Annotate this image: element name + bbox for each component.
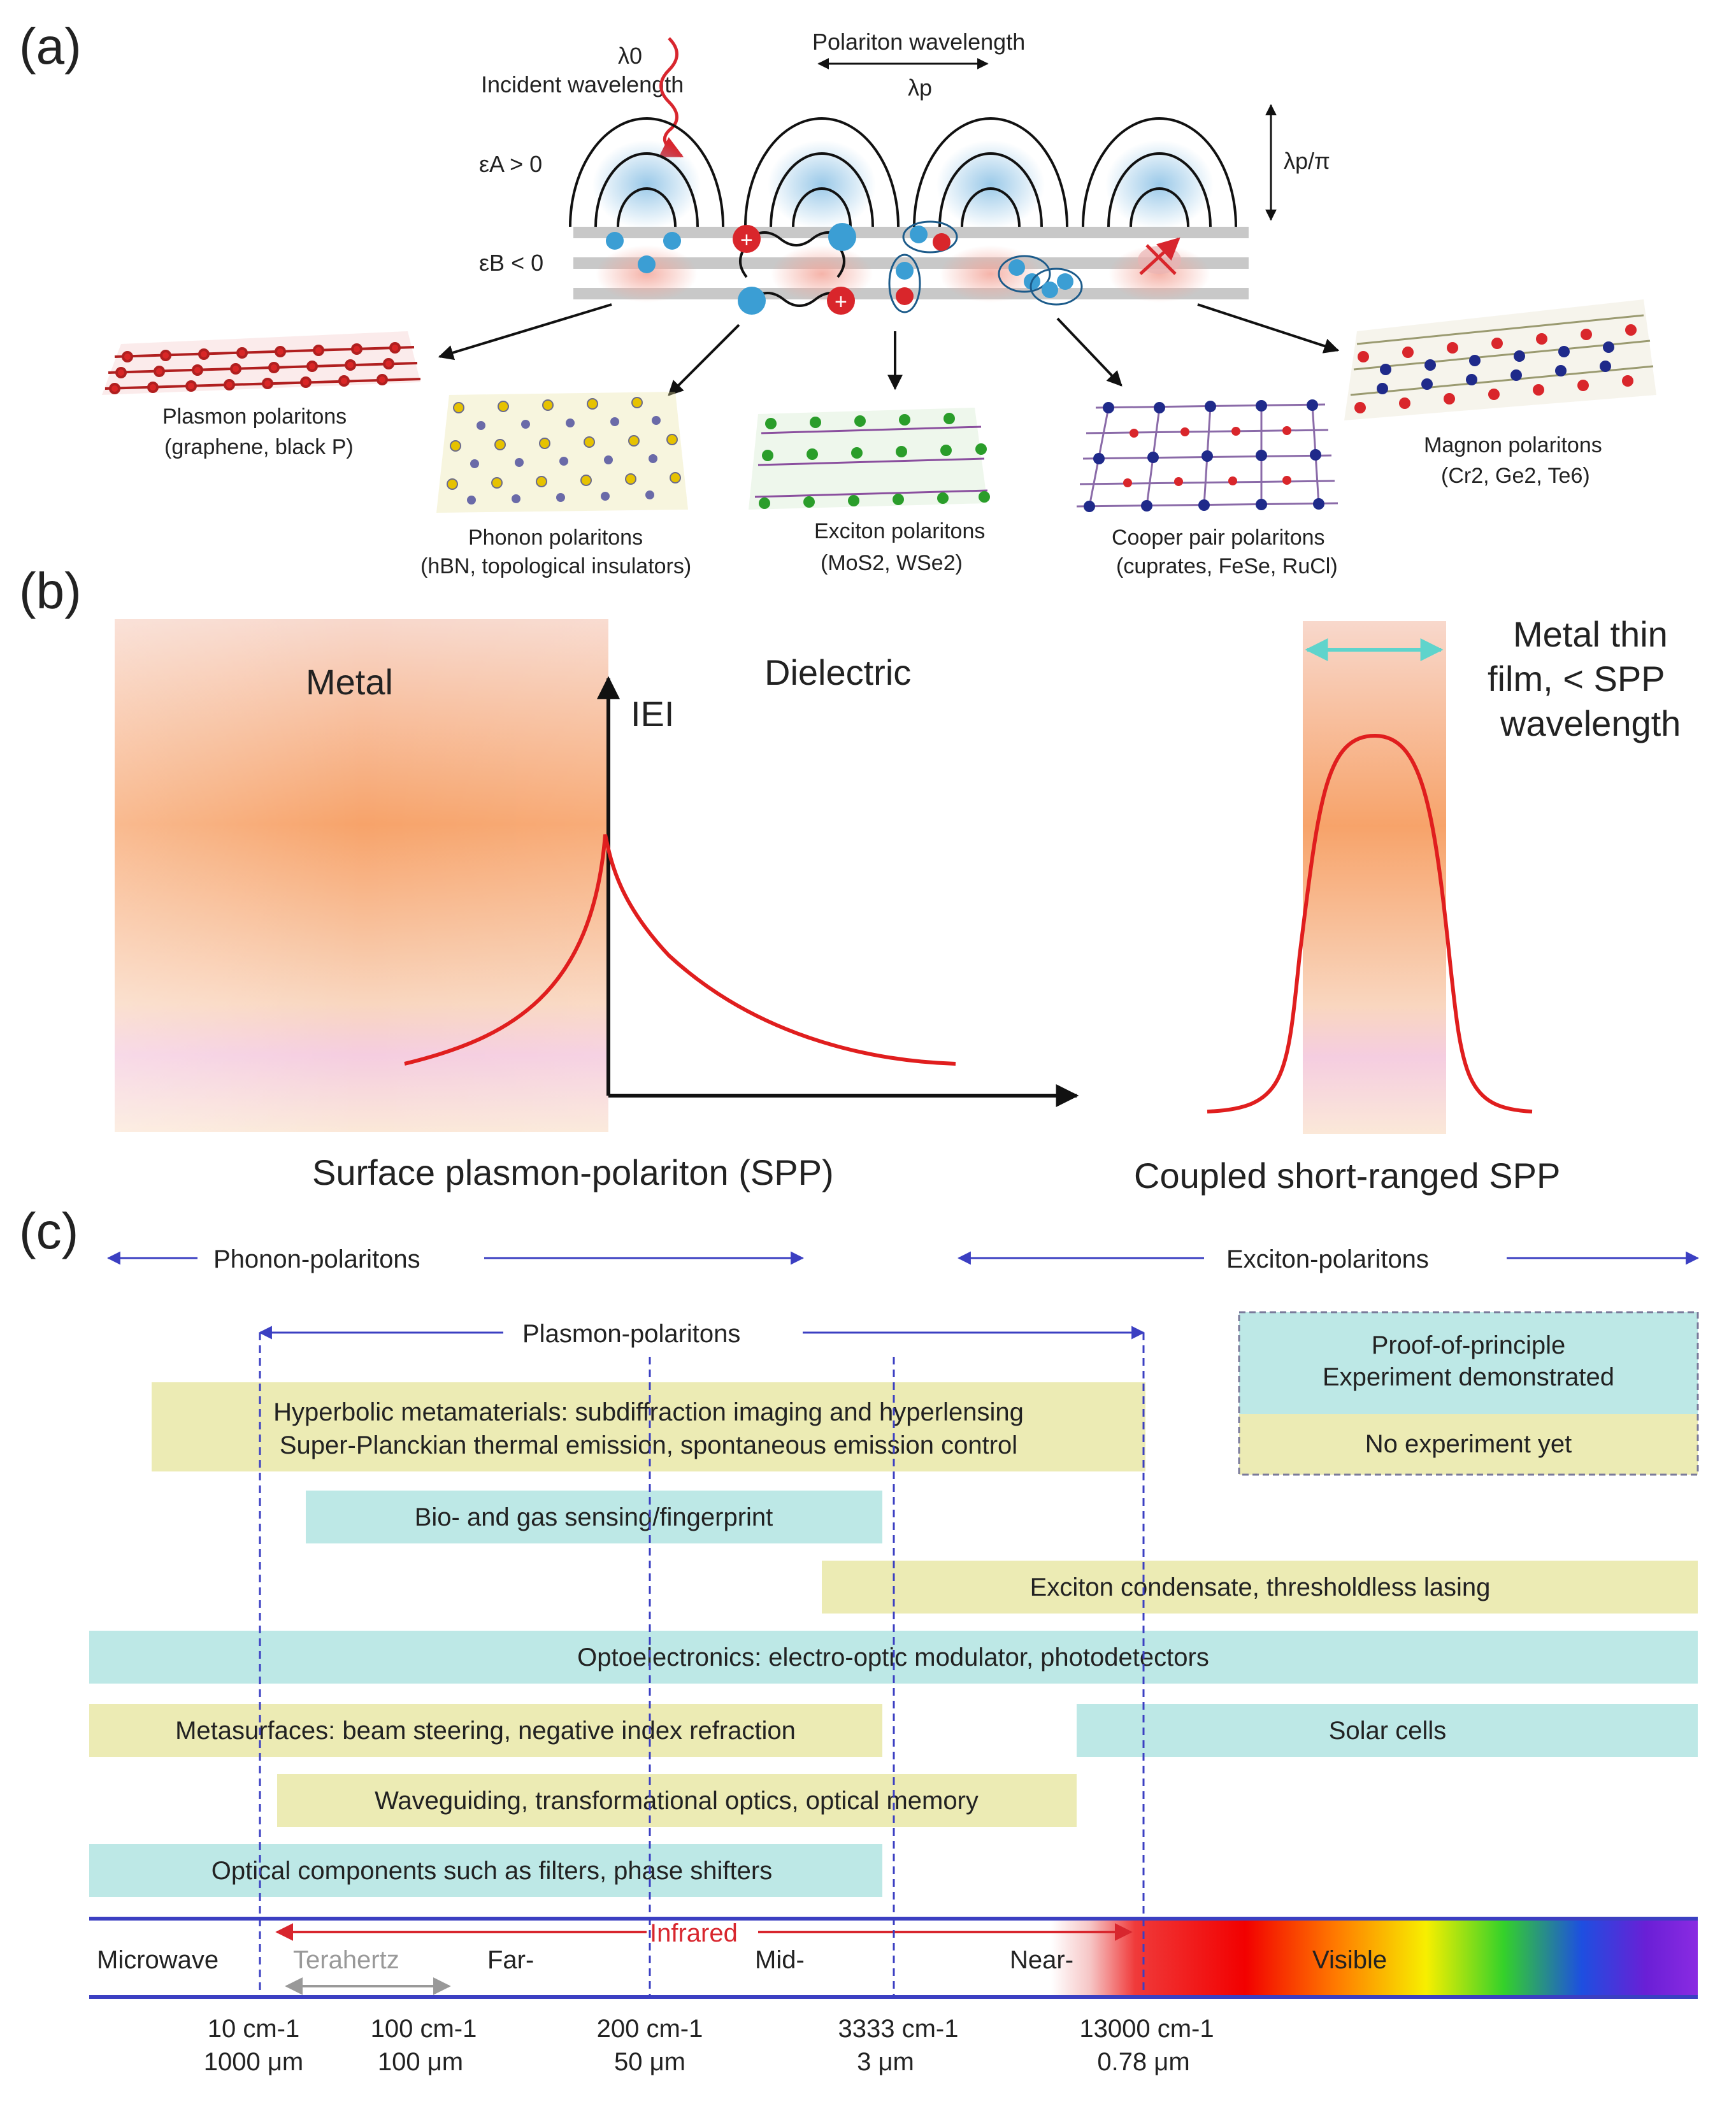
spectrum-near: Near- xyxy=(1010,1946,1073,1974)
material-plasmon-examples: (graphene, black P) xyxy=(164,435,354,459)
material-cooper-name: Cooper pair polaritons xyxy=(1112,526,1325,550)
decay-symbol: λp/π xyxy=(1284,148,1330,174)
tick-4-wavenumber: 13000 cm-1 xyxy=(1079,2015,1214,2043)
thin-film-region xyxy=(1303,621,1446,1134)
incident-label: Incident wavelength xyxy=(481,71,684,97)
thin-film-label-line3: wavelength xyxy=(1500,703,1681,743)
panel-b-label: (b) xyxy=(19,562,82,619)
svg-text:+: + xyxy=(740,228,753,252)
range-exciton-label: Exciton-polaritons xyxy=(1226,1245,1429,1273)
range-phonon: Phonon-polaritons xyxy=(106,1245,805,1273)
material-magnon-examples: (Cr2, Ge2, Te6) xyxy=(1441,464,1590,488)
tick-2-wavelength: 50 μm xyxy=(614,2048,685,2076)
lattice-cuprate xyxy=(1076,399,1338,512)
range-exciton: Exciton-polaritons xyxy=(957,1245,1700,1273)
tick-2-wavenumber: 200 cm-1 xyxy=(597,2015,703,2043)
material-phonon-examples: (hBN, topological insulators) xyxy=(420,554,691,578)
field-lobes xyxy=(569,117,1237,303)
application-4-line1: Metasurfaces: beam steering, negative in… xyxy=(175,1717,796,1745)
eps-a-label: εA > 0 xyxy=(479,151,542,177)
tick-1-wavelength: 100 μm xyxy=(378,2048,463,2076)
field-axis-label: IEI xyxy=(631,694,674,734)
coupled-spp-curve xyxy=(1207,733,1533,1113)
spectrum-far: Far- xyxy=(487,1946,534,1974)
tick-3-wavelength: 3 μm xyxy=(857,2048,914,2076)
eps-b-label: εB < 0 xyxy=(479,250,543,276)
coupled-caption: Coupled short-ranged SPP xyxy=(1134,1156,1560,1196)
legend-demonstrated-line2: Experiment demonstrated xyxy=(1323,1363,1614,1391)
material-plasmon-name: Plasmon polaritons xyxy=(162,404,347,429)
tick-4-wavelength: 0.78 μm xyxy=(1097,2048,1189,2076)
spectrum-mid: Mid- xyxy=(755,1946,805,1974)
material-exciton-examples: (MoS2, WSe2) xyxy=(821,551,963,575)
lattice-hbn xyxy=(436,392,688,513)
tick-0-wavenumber: 10 cm-1 xyxy=(208,2015,300,2043)
material-arrows xyxy=(438,303,1340,396)
charges: + + xyxy=(606,220,1181,315)
lattice-mos2 xyxy=(749,408,990,510)
application-2-line1: Exciton condensate, thresholdless lasing xyxy=(1030,1573,1491,1601)
legend-demonstrated-line1: Proof-of-principle xyxy=(1372,1331,1566,1359)
material-exciton-name: Exciton polaritons xyxy=(814,519,985,543)
dielectric-label: Dielectric xyxy=(764,652,911,692)
tick-3-wavenumber: 3333 cm-1 xyxy=(838,2015,959,2043)
material-cooper-examples: (cuprates, FeSe, RuCl) xyxy=(1116,554,1338,578)
lattice-magnon xyxy=(1344,299,1656,420)
spectrum-infrared: Infrared xyxy=(650,1919,738,1947)
panel-a-label: (a) xyxy=(19,18,82,75)
thin-film-label-line1: Metal thin xyxy=(1513,614,1668,654)
tick-1-wavenumber: 100 cm-1 xyxy=(371,2015,477,2043)
polariton-symbol: λp xyxy=(908,75,932,101)
range-plasmon: Plasmon-polaritons xyxy=(258,1320,1145,1348)
range-plasmon-label: Plasmon-polaritons xyxy=(522,1320,740,1348)
application-0-line1: Hyperbolic metamaterials: subdiffraction… xyxy=(273,1398,1024,1426)
application-bar-4 xyxy=(89,1704,882,1757)
metal-label: Metal xyxy=(306,662,393,702)
panel-c-label: (c) xyxy=(19,1203,78,1259)
application-bar-6 xyxy=(277,1774,1077,1827)
application-bar-1 xyxy=(306,1491,882,1543)
application-bar-7 xyxy=(89,1844,882,1897)
spectrum-microwave: Microwave xyxy=(97,1946,219,1974)
material-phonon-name: Phonon polaritons xyxy=(468,526,643,550)
polariton-wavelength-label: Polariton wavelength xyxy=(812,29,1025,55)
status-legend: Proof-of-principle Experiment demonstrat… xyxy=(1238,1311,1699,1476)
application-1-line1: Bio- and gas sensing/fingerprint xyxy=(415,1503,773,1531)
thin-film-label-line2: film, < SPP xyxy=(1488,659,1665,699)
application-bar-5 xyxy=(1077,1704,1698,1757)
spectrum-visible: Visible xyxy=(1312,1946,1387,1974)
incident-symbol: λ0 xyxy=(618,43,642,69)
application-bar-2 xyxy=(822,1561,1698,1614)
spp-caption: Surface plasmon-polariton (SPP) xyxy=(312,1152,834,1192)
range-phonon-label: Phonon-polaritons xyxy=(213,1245,420,1273)
application-6-line1: Waveguiding, transformational optics, op… xyxy=(375,1787,979,1815)
tick-0-wavelength: 1000 μm xyxy=(204,2048,303,2076)
tick-labels: 10 cm-1 1000 μm 100 cm-1 100 μm 200 cm-1… xyxy=(204,2015,1214,2076)
application-bar-0 xyxy=(152,1382,1145,1471)
application-7-line1: Optical components such as filters, phas… xyxy=(212,1857,772,1885)
incident-wave-arrow xyxy=(658,37,684,158)
tick-guides xyxy=(259,1333,1145,1997)
application-0-line2: Super-Planckian thermal emission, sponta… xyxy=(280,1431,1017,1459)
legend-not-yet: No experiment yet xyxy=(1365,1430,1572,1458)
spp-field-curve xyxy=(404,834,956,1066)
svg-text:+: + xyxy=(835,290,847,314)
material-magnon-name: Magnon polaritons xyxy=(1424,433,1602,457)
lattice-graphene xyxy=(102,331,421,395)
spectrum-terahertz: Terahertz xyxy=(293,1946,399,1974)
application-5-line1: Solar cells xyxy=(1329,1717,1447,1745)
